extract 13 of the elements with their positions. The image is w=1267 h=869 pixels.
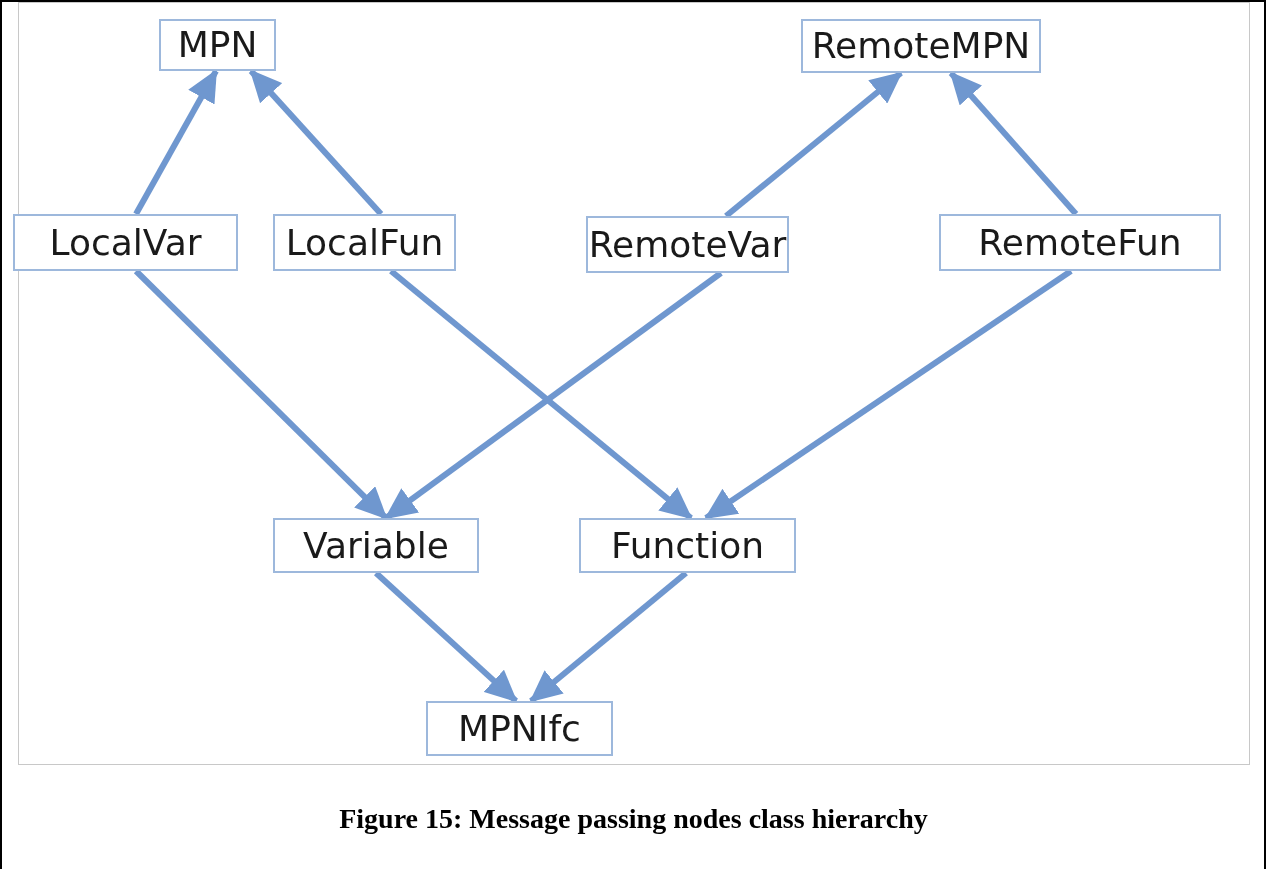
class-box: MPN [159,19,276,71]
arrow [133,69,219,216]
class-box: Variable [273,518,479,573]
arrow [948,71,1079,216]
class-box: RemoteVar [586,216,789,273]
class-box: RemoteFun [939,214,1221,271]
class-box: LocalFun [273,214,456,271]
caption: Figure 15: Message passing nodes class hierarchy [338,802,929,836]
class-box: MPNIfc [426,701,613,756]
arrow [248,69,384,216]
class-box: Function [579,518,796,573]
class-box: RemoteMPN [801,19,1041,73]
class-box: LocalVar [13,214,238,271]
